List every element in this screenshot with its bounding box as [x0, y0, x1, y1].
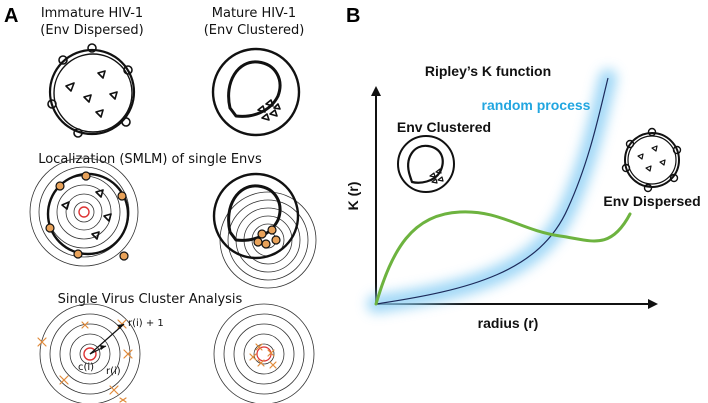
mature-title-line1: Mature HIV-1 [212, 6, 296, 21]
random-process-curve [367, 69, 617, 313]
label-c-i: c(i) [78, 362, 94, 373]
immature-title-line2: (Env Dispersed) [40, 23, 143, 38]
panel-a-letter: A [4, 5, 18, 27]
panel-b: B Ripley’s K function K (r) radius (r) r… [345, 5, 701, 331]
panel-b-letter: B [346, 5, 360, 27]
panel-a: A Immature HIV-1 (Env Dispersed) Mature … [4, 5, 317, 403]
y-axis-label: K (r) [345, 182, 361, 211]
x-axis-label: radius (r) [478, 315, 539, 331]
dispersed-curve [374, 210, 632, 306]
immature-cluster-analysis: r(i) + 1 c(i) r(i) [37, 303, 164, 403]
chart-title: Ripley’s K function [425, 63, 551, 79]
label-r-i: r(i) [106, 366, 121, 377]
mature-cluster-analysis [213, 303, 315, 403]
immature-virion-sketch [47, 43, 136, 138]
cluster-analysis-title: Single Virus Cluster Analysis [58, 292, 243, 307]
env-dispersed-label: Env Dispersed [603, 193, 700, 209]
smlm-title: Localization (SMLM) of single Envs [38, 152, 262, 167]
mature-title-line2: (Env Clustered) [204, 23, 305, 38]
mature-smlm-sketch [212, 172, 317, 289]
mature-virion-sketch [211, 47, 301, 137]
random-process-label: random process [482, 97, 591, 113]
clustered-virion-thumbnail [397, 135, 455, 193]
immature-title-line1: Immature HIV-1 [41, 6, 143, 21]
immature-smlm-sketch [29, 157, 139, 267]
env-clustered-label: Env Clustered [397, 119, 491, 135]
dispersed-virion-thumbnail [621, 127, 682, 193]
label-r-i-plus-1: r(i) + 1 [128, 318, 164, 329]
